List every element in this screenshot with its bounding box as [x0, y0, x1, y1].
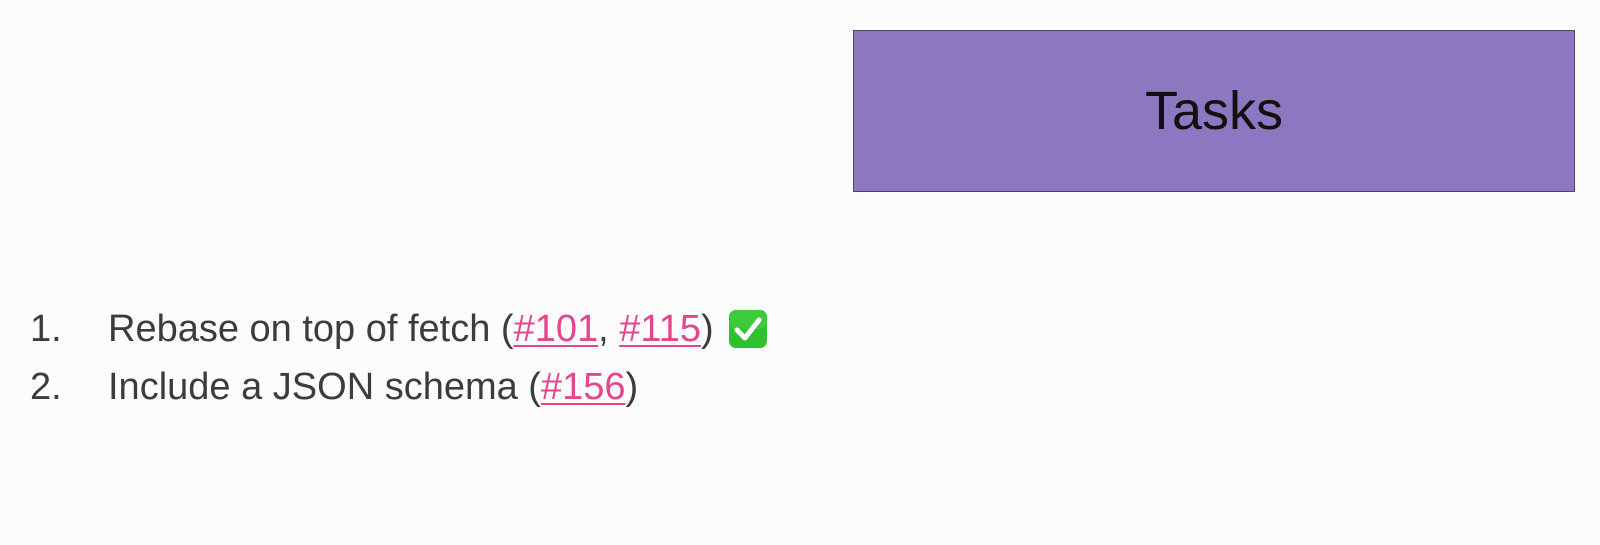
- issue-link-115[interactable]: #115: [619, 307, 701, 350]
- list-item: 1. Rebase on top of fetch (#101, #115): [30, 300, 768, 358]
- open-paren: (: [490, 307, 514, 350]
- checkmark-done-icon: [728, 309, 768, 349]
- list-item-text: Include a JSON schema: [108, 365, 518, 408]
- close-paren: ): [700, 307, 714, 350]
- issue-link-156[interactable]: #156: [540, 365, 626, 408]
- link-separator: ,: [598, 307, 620, 350]
- close-paren: ): [625, 365, 639, 408]
- title-banner: Tasks: [853, 30, 1575, 192]
- list-item-text: Rebase on top of fetch: [108, 307, 491, 350]
- task-list: 1. Rebase on top of fetch (#101, #115) 2…: [30, 300, 768, 416]
- list-item: 2. Include a JSON schema (#156): [30, 358, 768, 416]
- open-paren: (: [517, 365, 541, 408]
- list-item-number: 2.: [30, 365, 62, 408]
- issue-link-101[interactable]: #101: [513, 307, 599, 350]
- page-title: Tasks: [1144, 81, 1284, 141]
- list-item-number: 1.: [30, 307, 62, 350]
